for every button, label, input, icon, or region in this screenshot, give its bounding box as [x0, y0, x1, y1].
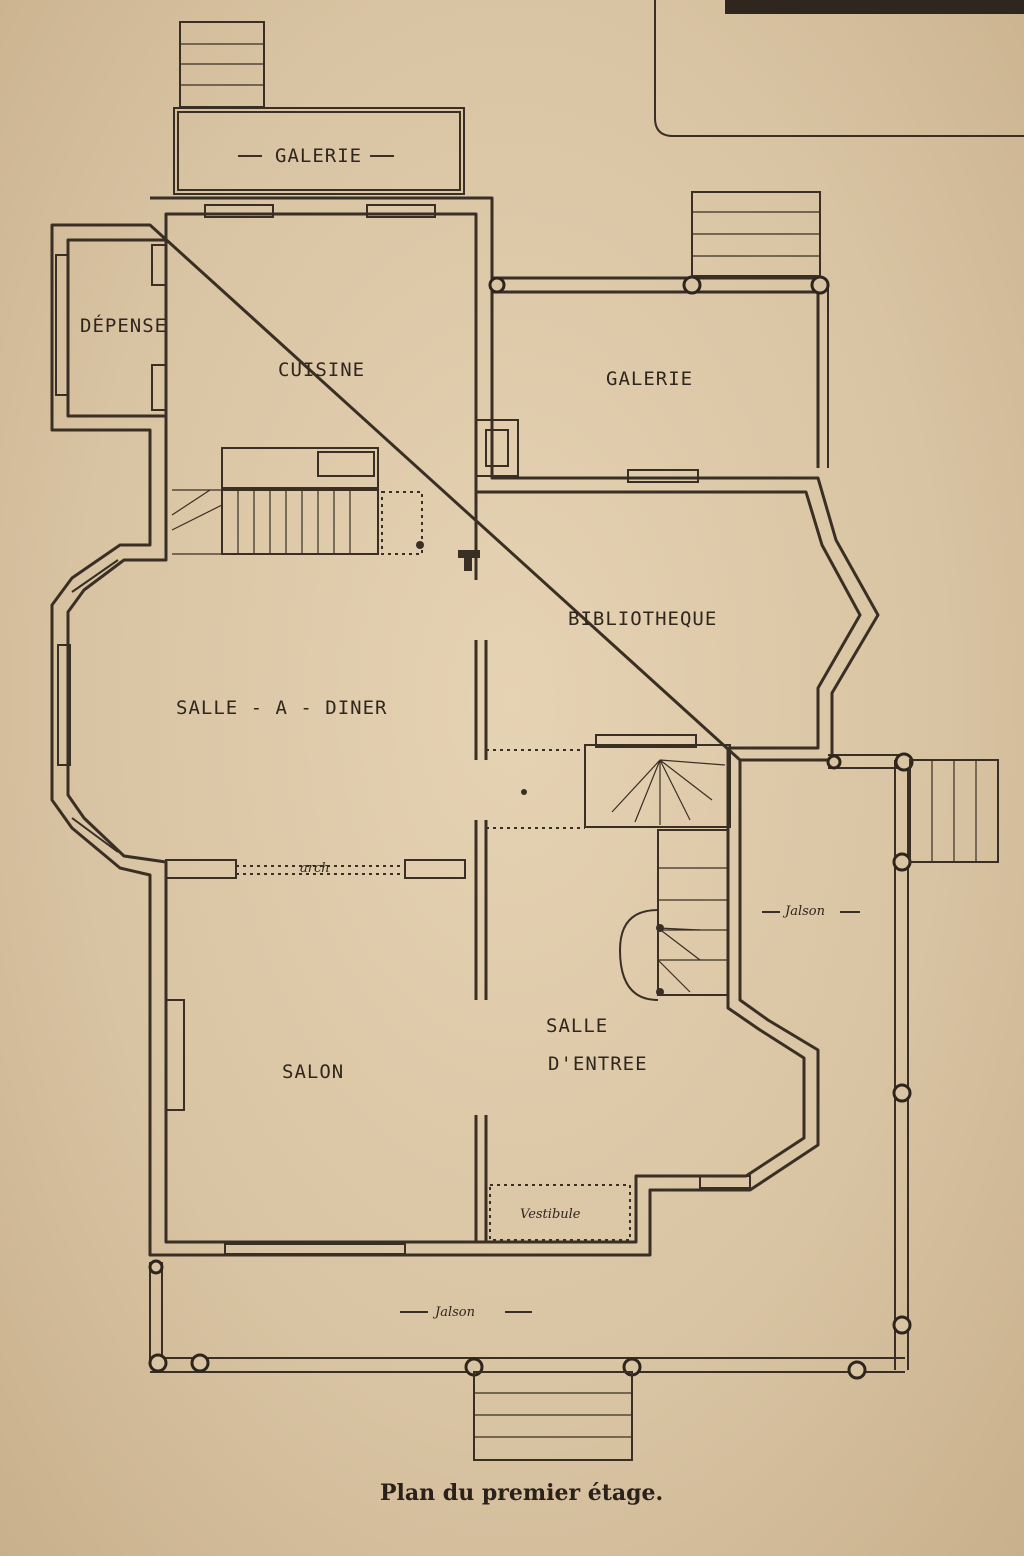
depense-walls [55, 240, 168, 416]
central-stair [486, 734, 731, 1001]
label-salle-entree-2: D'ENTREE [548, 1053, 648, 1075]
label-salon: SALON [282, 1061, 344, 1083]
label-cuisine: CUISINE [278, 359, 365, 381]
note-arch: arch [300, 861, 330, 876]
plan-caption: Plan du premier étage. [380, 1480, 663, 1506]
right-galerie [475, 275, 830, 483]
vestibule [489, 1175, 751, 1241]
label-salle-entree-1: SALLE [546, 1015, 608, 1037]
note-porch-bottom: Jalson [432, 1305, 475, 1320]
front-steps [473, 1371, 633, 1461]
front-verandah [148, 1259, 905, 1380]
label-salle-a-diner: SALLE - A - DINER [176, 697, 387, 719]
note-porch-right: Jalson [782, 904, 825, 919]
salon-fireplace [165, 999, 406, 1255]
label-galerie-top: GALERIE [275, 145, 362, 167]
right-verandah [826, 752, 914, 1370]
top-galerie-outline [173, 107, 465, 195]
dining-bay-windows [57, 559, 119, 853]
note-vestibule: Vestibule [520, 1207, 581, 1222]
label-galerie-right: GALERIE [606, 368, 693, 390]
kitchen-stair [171, 447, 480, 571]
label-depense: DÉPENSE [80, 314, 167, 337]
exterior-walls [50, 196, 880, 1257]
right-galerie-steps [691, 191, 821, 277]
interior-walls [165, 492, 488, 1242]
kitchen-windows [204, 204, 436, 218]
back-steps [179, 21, 265, 108]
adjacent-figure-frame [654, 0, 1024, 137]
label-bibliotheque: BIBLIOTHEQUE [568, 608, 717, 630]
right-steps [909, 759, 999, 863]
